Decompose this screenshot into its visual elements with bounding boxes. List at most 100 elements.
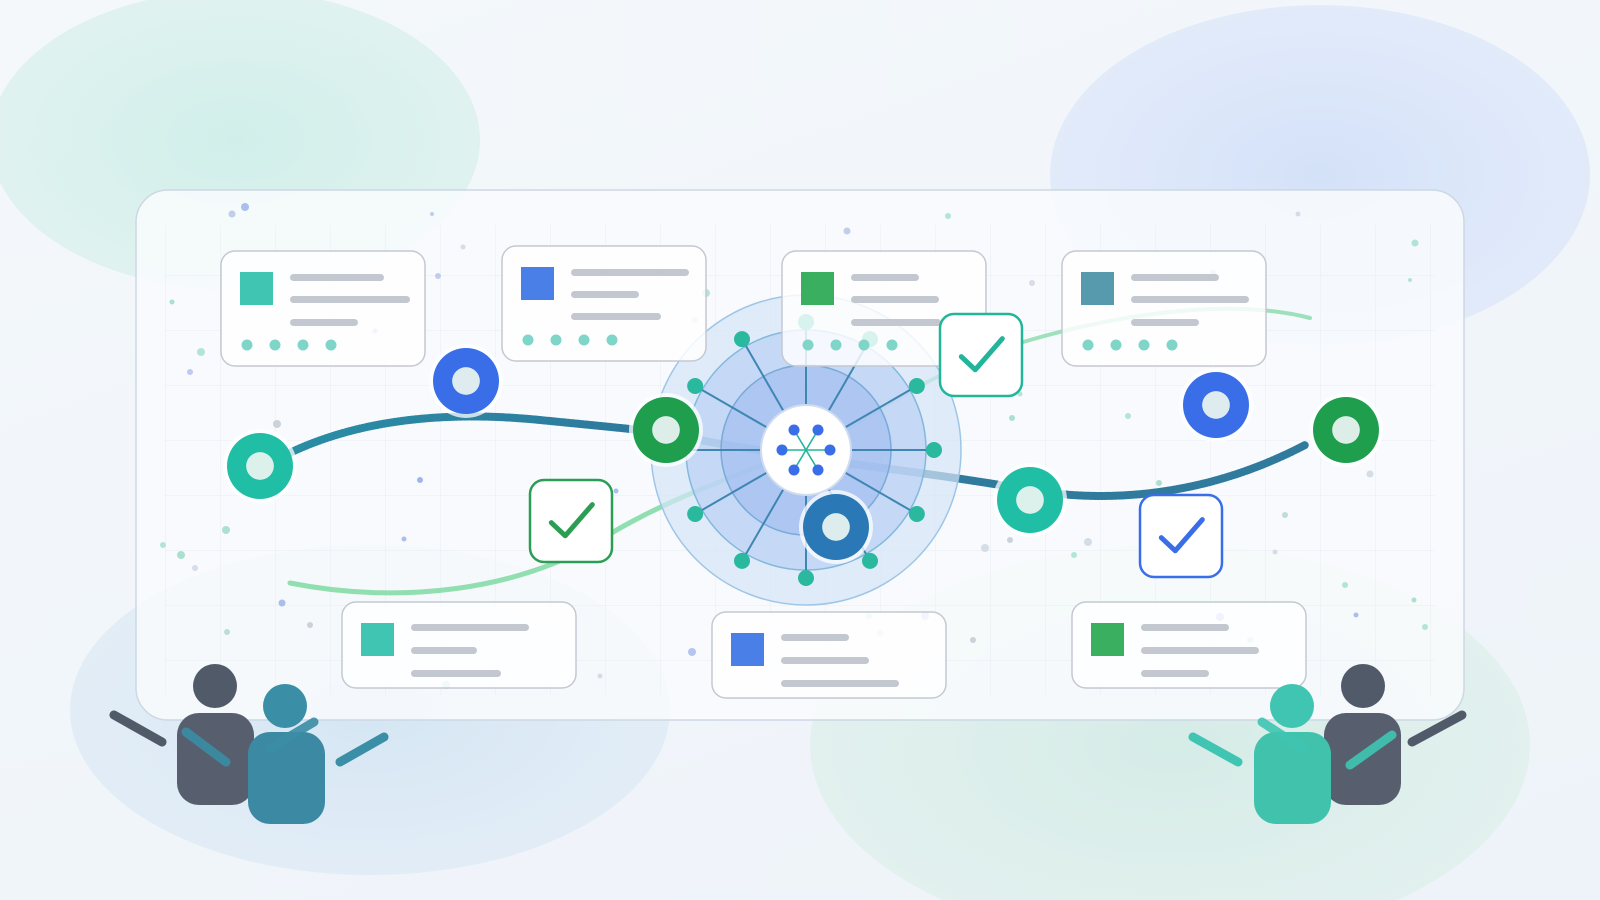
card-text-placeholder bbox=[781, 680, 899, 687]
particle-dot bbox=[1353, 612, 1359, 618]
node-teal-left[interactable] bbox=[223, 429, 297, 503]
people-right bbox=[1188, 664, 1467, 824]
hub-spoke-dot bbox=[926, 442, 942, 458]
particle-dot bbox=[169, 299, 175, 305]
particle-dot bbox=[981, 544, 989, 552]
people-left bbox=[109, 664, 389, 824]
card-color-chip bbox=[1091, 623, 1124, 656]
card-progress-dot bbox=[886, 339, 898, 351]
hub-spoke-dot bbox=[862, 552, 878, 569]
particle-dot bbox=[1272, 549, 1278, 555]
particle-dot bbox=[1342, 582, 1348, 588]
card-progress-dot bbox=[802, 339, 814, 351]
particle-dot bbox=[435, 273, 441, 279]
hub-spoke-dot bbox=[687, 378, 704, 394]
node-blue-upper-left[interactable] bbox=[429, 344, 503, 418]
check-blue-icon bbox=[1138, 493, 1224, 579]
card-text-placeholder bbox=[851, 296, 939, 303]
particle-dot bbox=[160, 542, 166, 548]
particle-dot bbox=[430, 212, 434, 216]
card-progress-dot bbox=[606, 334, 618, 346]
card-bottom-3[interactable] bbox=[1071, 601, 1307, 689]
card-text-placeholder bbox=[1141, 670, 1209, 677]
particle-dot bbox=[945, 213, 951, 219]
hub-spoke-dot bbox=[687, 506, 704, 522]
card-text-placeholder bbox=[411, 624, 529, 631]
particle-dot bbox=[1408, 278, 1412, 282]
card-text-placeholder bbox=[781, 634, 849, 641]
task-cards bbox=[220, 245, 1307, 699]
card-color-chip bbox=[521, 267, 554, 300]
card-text-placeholder bbox=[781, 657, 869, 664]
card-text-placeholder bbox=[290, 319, 358, 326]
hub-spoke bbox=[694, 471, 768, 515]
hub-spoke bbox=[741, 338, 785, 412]
particle-dot bbox=[688, 648, 696, 656]
card-text-placeholder bbox=[1131, 274, 1219, 281]
card-top-4[interactable] bbox=[1061, 250, 1267, 367]
particle-dot bbox=[224, 629, 230, 635]
particle-dot bbox=[1411, 239, 1419, 247]
particle-dot bbox=[1009, 415, 1015, 421]
card-progress-dot bbox=[241, 339, 253, 351]
particle-dot bbox=[1071, 552, 1077, 558]
check-teal-icon bbox=[938, 312, 1024, 398]
card-color-chip bbox=[361, 623, 394, 656]
hub-spoke bbox=[844, 471, 918, 515]
node-teal-right[interactable] bbox=[993, 463, 1067, 537]
particle-dot bbox=[460, 244, 466, 250]
particle-dot bbox=[177, 551, 185, 559]
particle-dot bbox=[222, 526, 230, 534]
particle-dot bbox=[273, 420, 281, 428]
hub-spoke-dot bbox=[908, 506, 925, 522]
check-green-icon bbox=[528, 478, 614, 564]
particle-dot bbox=[1125, 413, 1131, 419]
node-dark-blue-center[interactable] bbox=[799, 490, 873, 564]
particle-dot bbox=[187, 369, 193, 375]
card-progress-dot bbox=[297, 339, 309, 351]
particle-dot bbox=[1282, 512, 1288, 518]
card-bottom-2[interactable] bbox=[711, 611, 947, 699]
card-progress-dot bbox=[830, 339, 842, 351]
card-text-placeholder bbox=[851, 319, 941, 326]
card-top-1[interactable] bbox=[220, 250, 426, 367]
card-text-placeholder bbox=[411, 647, 477, 654]
card-text-placeholder bbox=[1141, 624, 1229, 631]
node-blue-right[interactable] bbox=[1179, 368, 1253, 442]
particle-dot bbox=[843, 227, 851, 235]
particle-dot bbox=[1366, 470, 1374, 478]
card-text-placeholder bbox=[571, 313, 661, 320]
node-green-center-left[interactable] bbox=[629, 393, 703, 467]
particle-dot bbox=[613, 488, 619, 494]
card-text-placeholder bbox=[411, 670, 501, 677]
card-text-placeholder bbox=[571, 269, 689, 276]
hub-spoke bbox=[844, 385, 918, 429]
card-progress-dot bbox=[1138, 339, 1150, 351]
card-progress-dot bbox=[325, 339, 337, 351]
card-progress-dot bbox=[269, 339, 281, 351]
particle-dot bbox=[241, 203, 249, 211]
card-progress-dot bbox=[522, 334, 534, 346]
node-green-far-right[interactable] bbox=[1309, 393, 1383, 467]
card-progress-dot bbox=[1082, 339, 1094, 351]
particle-dot bbox=[197, 348, 205, 356]
hub-spoke bbox=[741, 488, 785, 562]
checkmark-badges bbox=[528, 312, 1224, 579]
card-color-chip bbox=[240, 272, 273, 305]
hub-spoke-dot bbox=[734, 331, 750, 348]
particle-dot bbox=[1029, 280, 1035, 286]
particle-dot bbox=[1007, 537, 1013, 543]
card-progress-dot bbox=[550, 334, 562, 346]
particle-dot bbox=[597, 673, 603, 679]
person-right-front bbox=[1188, 684, 1397, 824]
card-text-placeholder bbox=[290, 274, 384, 281]
hub-spoke bbox=[694, 385, 768, 429]
particle-dot bbox=[1156, 480, 1162, 486]
hub-spoke-dot bbox=[908, 378, 925, 394]
card-top-3[interactable] bbox=[781, 250, 987, 367]
card-top-2[interactable] bbox=[501, 245, 707, 362]
card-text-placeholder bbox=[290, 296, 410, 303]
card-bottom-1[interactable] bbox=[341, 601, 577, 689]
card-text-placeholder bbox=[1131, 319, 1199, 326]
